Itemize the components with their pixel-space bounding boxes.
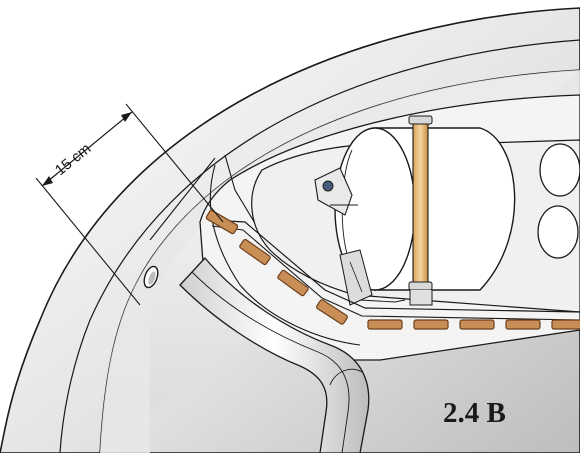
bench-slat bbox=[505, 319, 541, 330]
bench-slat bbox=[413, 319, 449, 330]
rail-tube bbox=[179, 257, 370, 453]
bench-slat bbox=[205, 209, 239, 235]
support-post bbox=[408, 115, 433, 306]
dimension-extension-upper bbox=[125, 103, 224, 223]
tank-port-lower bbox=[537, 205, 579, 259]
tank-port-upper bbox=[539, 143, 580, 197]
dimension-arrow-upper bbox=[121, 112, 132, 122]
bench-slat bbox=[459, 319, 495, 330]
hinge-bracket bbox=[314, 167, 373, 306]
dimension-line bbox=[41, 111, 133, 187]
dimension-extension-lower bbox=[35, 177, 141, 306]
bench-slat bbox=[239, 238, 271, 266]
bench-slat bbox=[367, 319, 403, 330]
dimension-arrow-lower bbox=[42, 176, 53, 186]
figure-label: 2.4 B bbox=[443, 397, 506, 429]
bench-slat bbox=[551, 319, 580, 330]
bench-slats bbox=[205, 209, 580, 330]
bench-slat bbox=[277, 269, 309, 297]
bench-slat bbox=[316, 299, 348, 325]
cylindrical-tank bbox=[334, 127, 580, 291]
